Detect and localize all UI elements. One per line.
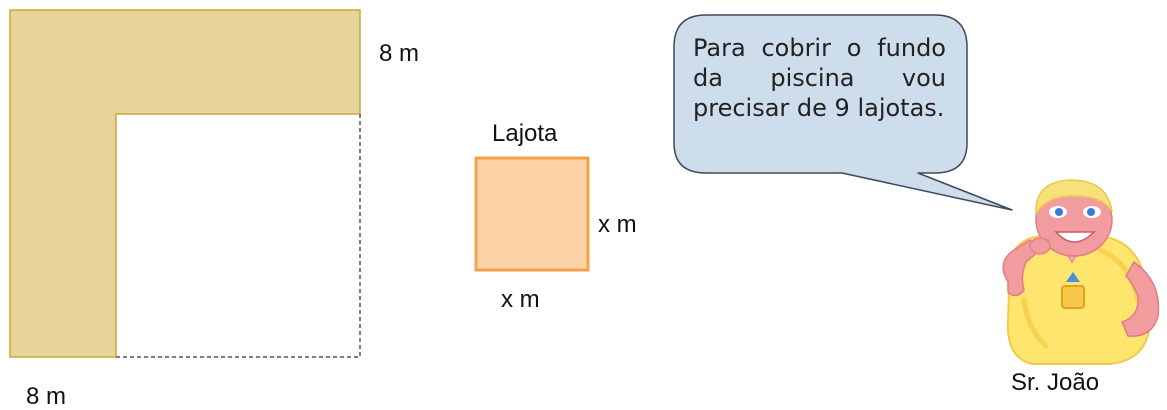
character-smile	[1054, 231, 1096, 243]
character-name-label: Sr. João	[1011, 369, 1100, 396]
tile-side-right-label: x m	[598, 211, 637, 238]
pool-side-bottom-label: 8 m	[26, 383, 67, 410]
badge-icon	[1061, 285, 1085, 309]
speech-bubble	[673, 14, 1013, 211]
pool-side-top-label: 8 m	[379, 40, 420, 67]
tile-title: Lajota	[492, 120, 558, 147]
character-arm-on-hip	[1120, 260, 1160, 337]
tiled-border-region	[9, 9, 361, 358]
character-hair	[1035, 179, 1113, 217]
character-illustration	[1002, 179, 1160, 365]
character-raised-arm	[1002, 239, 1042, 297]
tile-square	[474, 156, 590, 272]
speech-bubble-text: Para cobrir o fundo da piscina vou preci…	[693, 34, 946, 122]
uncovered-area-outline	[116, 114, 361, 358]
tile-side-bottom-label: x m	[501, 286, 540, 313]
